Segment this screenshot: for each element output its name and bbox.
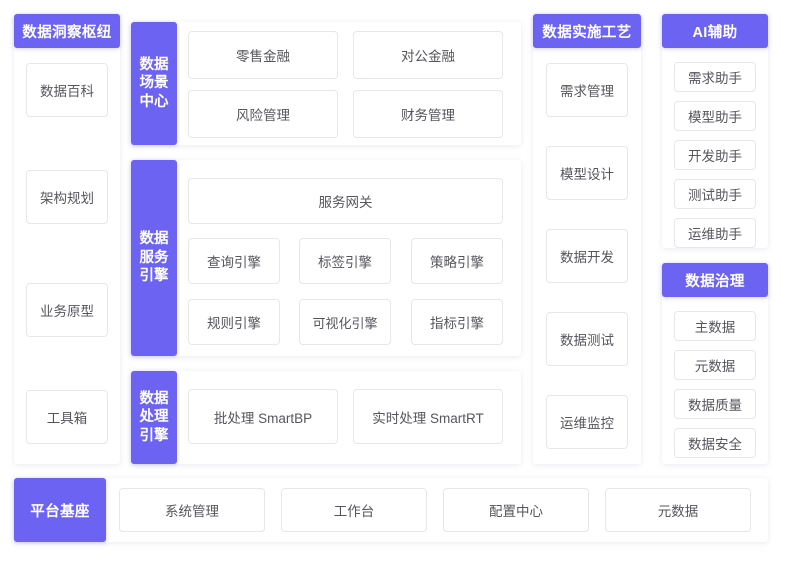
item-insight-hub-1[interactable]: 架构规划: [26, 170, 108, 224]
item-label: 零售金融: [236, 49, 290, 64]
item-data-governance-1[interactable]: 元数据: [674, 350, 756, 380]
item-label: 数据测试: [560, 333, 614, 348]
item-label: 数据开发: [560, 250, 614, 265]
item-processing-1[interactable]: 实时处理 SmartRT: [353, 389, 503, 444]
item-implementation-2[interactable]: 数据开发: [546, 229, 628, 283]
item-label: 业务原型: [40, 304, 94, 319]
section-title-data-governance[interactable]: 数据治理: [662, 263, 768, 297]
item-ai-assist-1[interactable]: 模型助手: [674, 101, 756, 131]
item-scenario-3[interactable]: 财务管理: [353, 90, 503, 138]
rail-line-1: 处理: [139, 409, 169, 426]
rail-line-2: 中心: [139, 93, 169, 110]
item-label: 财务管理: [401, 108, 455, 123]
item-insight-hub-3[interactable]: 工具箱: [26, 390, 108, 444]
item-label: 需求助手: [688, 71, 742, 86]
rail-line-1: 服务: [139, 249, 169, 266]
rail-line-2: 引擎: [139, 268, 169, 285]
item-platform-base-2[interactable]: 配置中心: [443, 488, 589, 532]
item-platform-base-0[interactable]: 系统管理: [119, 488, 265, 532]
item-label: 模型设计: [560, 167, 614, 182]
item-data-governance-2[interactable]: 数据质量: [674, 389, 756, 419]
item-label: 配置中心: [489, 504, 543, 519]
item-service-4[interactable]: 可视化引擎: [299, 299, 391, 345]
item-label: 数据安全: [688, 437, 742, 452]
item-implementation-4[interactable]: 运维监控: [546, 395, 628, 449]
item-platform-base-1[interactable]: 工作台: [281, 488, 427, 532]
item-label: 标签引擎: [318, 255, 372, 270]
item-label: 数据质量: [688, 398, 742, 413]
rail-line-0: 数据: [139, 56, 169, 73]
item-label: 运维助手: [688, 227, 742, 242]
item-label: 实时处理 SmartRT: [372, 410, 484, 426]
item-insight-hub-0[interactable]: 数据百科: [26, 63, 108, 117]
item-service-3[interactable]: 规则引擎: [188, 299, 280, 345]
rail-line-0: 数据: [139, 231, 169, 248]
item-implementation-1[interactable]: 模型设计: [546, 146, 628, 200]
item-label: 工具箱: [46, 411, 88, 426]
item-insight-hub-2[interactable]: 业务原型: [26, 283, 108, 337]
item-label: 开发助手: [688, 149, 742, 164]
section-title-ai-assist-label: AI辅助: [692, 24, 738, 41]
rail-line-2: 引擎: [139, 427, 169, 444]
section-title-insight-hub[interactable]: 数据洞察枢纽: [14, 14, 120, 48]
item-label: 架构规划: [40, 191, 94, 206]
rail-line-1: 场景: [139, 75, 169, 92]
item-label: 批处理 SmartBP: [213, 410, 313, 426]
section-title-data-governance-label: 数据治理: [685, 273, 745, 290]
item-scenario-0[interactable]: 零售金融: [188, 31, 338, 79]
section-title-service-engine-label: 数据 服务 引擎: [139, 230, 169, 286]
item-ai-assist-3[interactable]: 测试助手: [674, 179, 756, 209]
item-label: 服务网关: [318, 195, 373, 210]
item-scenario-2[interactable]: 风险管理: [188, 90, 338, 138]
section-title-ai-assist[interactable]: AI辅助: [662, 14, 768, 48]
section-title-implementation-process[interactable]: 数据实施工艺: [533, 14, 641, 48]
section-title-scenario-center-label: 数据 场景 中心: [139, 56, 169, 112]
item-processing-0[interactable]: 批处理 SmartBP: [188, 389, 338, 444]
item-label: 可视化引擎: [312, 315, 378, 331]
item-implementation-3[interactable]: 数据测试: [546, 312, 628, 366]
section-title-platform-base[interactable]: 平台基座: [14, 478, 106, 542]
item-ai-assist-2[interactable]: 开发助手: [674, 140, 756, 170]
item-label: 运维监控: [560, 416, 614, 431]
item-implementation-0[interactable]: 需求管理: [546, 63, 628, 117]
item-platform-base-3[interactable]: 元数据: [605, 488, 751, 532]
section-title-processing-engine-label: 数据 处理 引擎: [139, 390, 169, 446]
item-service-0[interactable]: 查询引擎: [188, 238, 280, 284]
item-service-2[interactable]: 策略引擎: [411, 238, 503, 284]
item-data-governance-3[interactable]: 数据安全: [674, 428, 756, 458]
item-label: 风险管理: [236, 108, 290, 123]
item-service-1[interactable]: 标签引擎: [299, 238, 391, 284]
item-label: 模型助手: [688, 110, 742, 125]
item-service-5[interactable]: 指标引擎: [411, 299, 503, 345]
item-label: 规则引擎: [207, 316, 261, 331]
item-label: 数据百科: [40, 84, 94, 99]
item-data-governance-0[interactable]: 主数据: [674, 311, 756, 341]
item-scenario-1[interactable]: 对公金融: [353, 31, 503, 79]
item-label: 策略引擎: [430, 255, 484, 270]
item-label: 元数据: [694, 359, 736, 374]
item-service-gateway[interactable]: 服务网关: [188, 178, 503, 224]
item-label: 系统管理: [165, 504, 219, 519]
section-title-service-engine[interactable]: 数据 服务 引擎: [131, 160, 177, 356]
item-label: 对公金融: [401, 49, 455, 64]
section-title-scenario-center[interactable]: 数据 场景 中心: [131, 22, 177, 145]
section-title-processing-engine[interactable]: 数据 处理 引擎: [131, 371, 177, 464]
section-title-implementation-process-label: 数据实施工艺: [542, 24, 632, 41]
item-label: 查询引擎: [207, 255, 261, 270]
item-label: 需求管理: [560, 84, 614, 99]
rail-line-0: 数据: [139, 390, 169, 407]
item-ai-assist-4[interactable]: 运维助手: [674, 218, 756, 248]
item-label: 指标引擎: [430, 316, 484, 331]
item-label: 工作台: [333, 504, 375, 519]
item-ai-assist-0[interactable]: 需求助手: [674, 62, 756, 92]
section-title-insight-hub-label: 数据洞察枢纽: [22, 24, 112, 41]
section-title-platform-base-label: 平台基座: [30, 503, 90, 520]
item-label: 测试助手: [688, 188, 742, 203]
item-label: 元数据: [657, 504, 699, 519]
panel-ai-assist: [662, 14, 768, 248]
item-label: 主数据: [694, 320, 736, 335]
